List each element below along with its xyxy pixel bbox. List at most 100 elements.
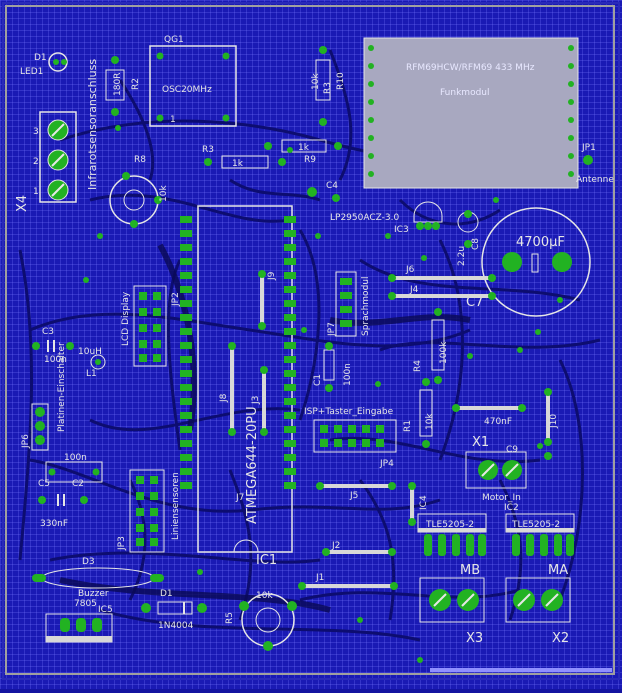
r2-value: 180R xyxy=(113,73,123,96)
x2-connector xyxy=(505,577,571,623)
vias xyxy=(83,47,563,663)
c7-label: C7 xyxy=(466,295,483,310)
lp-label: LP2950ACZ-3.0 xyxy=(330,213,399,223)
mb-label: MB xyxy=(460,563,480,578)
sprach-label: Sprachmodul xyxy=(361,277,371,336)
osc-label: OSC20MHz xyxy=(162,85,212,95)
c2-value: 100n xyxy=(64,453,87,463)
r9-label: R9 xyxy=(304,155,316,165)
osc-pin1: 1 xyxy=(170,115,176,125)
j1-label: J1 xyxy=(315,573,324,583)
j5-label: J5 xyxy=(349,491,358,501)
x4-label: X4 xyxy=(15,195,30,212)
jp2-header xyxy=(133,285,167,367)
isp-label: ISP+Taster_Eingabe xyxy=(304,407,394,417)
jp1-label: JP1 xyxy=(581,143,596,153)
jp3-label: JP3 xyxy=(117,536,127,551)
jp7-label: JP7 xyxy=(327,322,337,337)
c3-value: 100n xyxy=(44,355,67,365)
r8-value: 10k xyxy=(159,185,169,202)
c7-capacitor xyxy=(481,207,591,317)
linie-label: Liniensensoren xyxy=(171,472,181,540)
jp6-header xyxy=(31,403,49,451)
c7-value: 4700µF xyxy=(516,235,565,250)
l1-value: 10uH xyxy=(78,347,102,357)
x3-connector xyxy=(419,577,485,623)
r2-label: R2 xyxy=(131,78,141,90)
j6-label: J6 xyxy=(405,265,415,275)
x4-pin3: 3 xyxy=(33,127,39,137)
c2-label: C2 xyxy=(72,479,84,489)
ic4-label: IC4 xyxy=(419,495,429,510)
x4-pin1: 1 xyxy=(33,187,39,197)
platinen-label: Platinen-Einschalter xyxy=(57,342,67,432)
r3b-label: R3 xyxy=(323,82,333,94)
r9-value: 1k xyxy=(298,143,310,153)
j9-label: J9 xyxy=(267,271,277,281)
jp4-label: JP4 xyxy=(379,459,394,469)
j10-label: J10 xyxy=(549,414,559,429)
r6-value: 100k xyxy=(439,341,449,364)
x3-label: X3 xyxy=(466,631,483,646)
c9-label: C9 xyxy=(506,445,518,455)
lcd-label: LCD Display xyxy=(121,291,131,346)
d1b-label: D1 xyxy=(160,589,173,599)
in-label: Motor_In xyxy=(482,493,521,503)
c5-value: 330nF xyxy=(40,519,68,529)
r3-value: 1k xyxy=(232,159,244,169)
j7-label: J7 xyxy=(235,493,244,503)
led1-label: LED1 xyxy=(20,67,43,77)
antenne-label: Antenne xyxy=(576,175,614,185)
d1-label: D1 xyxy=(34,53,47,63)
d3-label: D3 xyxy=(82,557,95,567)
c8-label: C8 xyxy=(471,238,481,250)
tle1-label: TLE5205-2 xyxy=(425,520,474,530)
infra-label: Infrarotsensoranschluss xyxy=(86,59,99,190)
jp4-header xyxy=(313,419,397,453)
jp7-header xyxy=(335,271,357,337)
ic3-label: IC3 xyxy=(394,225,409,235)
jp2-label: JP2 xyxy=(171,292,181,307)
r1-label: R1 xyxy=(403,420,413,432)
x4-connector xyxy=(39,111,77,203)
x1-connector xyxy=(465,451,527,489)
ic1-label: IC1 xyxy=(256,553,277,568)
l1-label: L1 xyxy=(86,369,97,379)
c4-label: C4 xyxy=(326,181,338,191)
ic5-label: IC5 xyxy=(98,605,113,615)
c1-label: C1 xyxy=(313,374,323,386)
jp3-header xyxy=(129,469,165,553)
jp6-label: JP6 xyxy=(21,434,31,449)
c1-value: 100n xyxy=(343,363,353,386)
tle2-label: TLE5205-2 xyxy=(511,520,560,530)
j4-label: J4 xyxy=(409,285,419,295)
r4-label: R4 xyxy=(413,360,423,372)
board-outline xyxy=(5,5,615,675)
atmega-label: ATMEGA644-20PU xyxy=(245,406,260,524)
n4004-label: 1N4004 xyxy=(158,621,194,631)
v805-label: 7805 xyxy=(74,599,97,609)
oscillator-outline xyxy=(149,45,237,127)
qg1-label: QG1 xyxy=(164,35,184,45)
funk-label-2: Funkmodul xyxy=(440,88,490,98)
r8-pot xyxy=(109,175,159,225)
r5-label: R5 xyxy=(225,612,235,624)
x2-label: X2 xyxy=(552,631,569,646)
r5-value: 10k xyxy=(256,591,273,601)
c3-label: C3 xyxy=(42,327,54,337)
buzzer-label: Buzzer xyxy=(78,589,109,599)
x4-pin2: 2 xyxy=(33,157,39,167)
j8-label: J8 xyxy=(219,393,229,403)
c9-value: 470nF xyxy=(484,417,512,427)
funk-label: RFM69HCW/RFM69 433 MHz xyxy=(406,63,535,73)
funk-module xyxy=(363,37,579,189)
r10-label: R10 xyxy=(336,72,346,90)
r3-label: R3 xyxy=(202,145,214,155)
x1-label: X1 xyxy=(472,435,489,450)
j2-label: J2 xyxy=(331,541,340,551)
atmega-ic xyxy=(197,205,293,553)
c5-label: C5 xyxy=(38,479,50,489)
ic2-label: IC2 xyxy=(504,503,519,513)
